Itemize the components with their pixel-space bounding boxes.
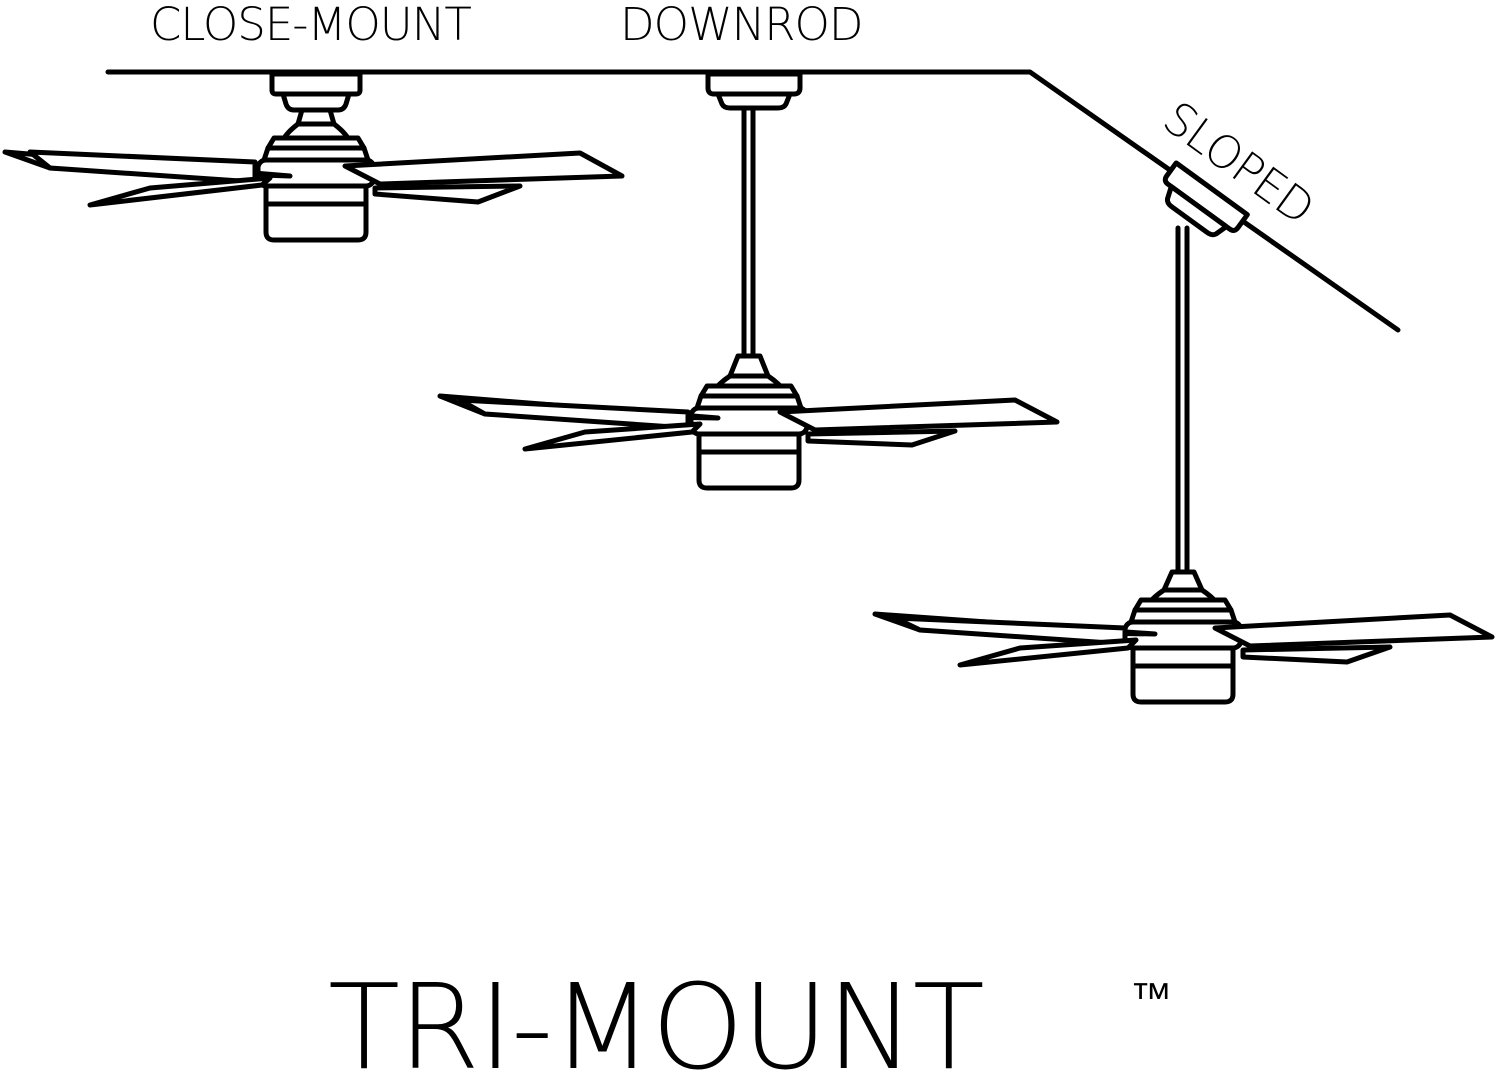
title-text: TRI-MOUNT [328,958,983,1091]
trademark-symbol: ™ [1130,973,1172,1022]
ceiling-fan-downrod-icon [437,71,1060,488]
ceiling-fan-close-mount-icon [2,71,625,240]
ceiling-line [105,69,1401,333]
ceiling-fan-sloped-icon [872,160,1495,702]
downrod-label: DOWNROD [620,0,863,51]
close-mount-label: CLOSE-MOUNT [150,0,471,51]
page-title: TRI-MOUNT [328,958,983,1091]
